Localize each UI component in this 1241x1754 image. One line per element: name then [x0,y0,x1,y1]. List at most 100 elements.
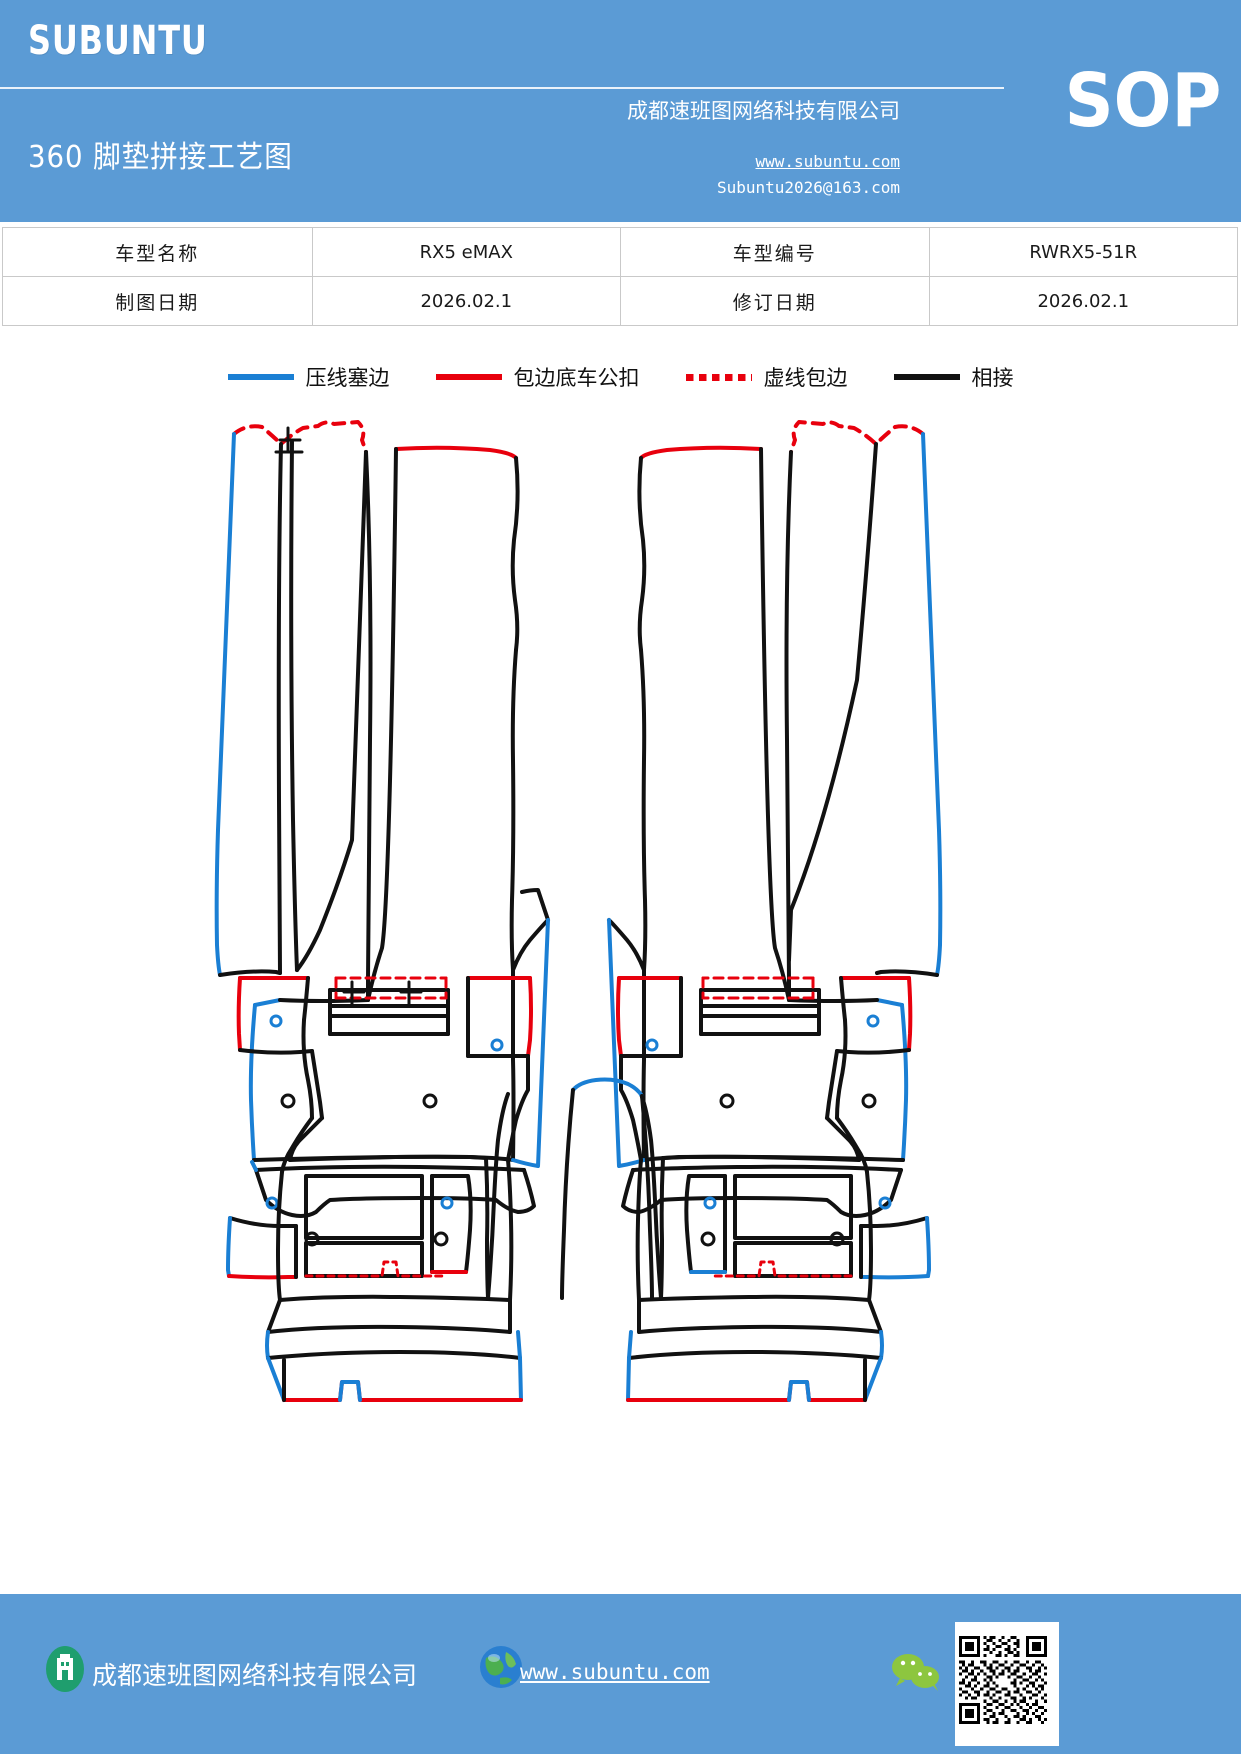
rear-center-upper-box [733,1174,853,1240]
black-seam-1 [218,969,282,977]
table-row: 车型名称 RX5 eMAX 车型编号 RWRX5-51R [2,227,1238,277]
rear-sill-strip [266,1298,512,1334]
cell-value-draw-date: 2026.02.1 [311,276,622,326]
fastener-hole [866,1014,880,1028]
rear-bottom-red-edge-notch [626,1380,867,1402]
rear-body-left-edge [276,1170,284,1302]
red-binding-edge-top-left [394,445,518,460]
rear-body-right-edge [865,1170,873,1302]
side-strip-notch [520,888,550,922]
qr-code-image [959,1636,1047,1724]
blue-side-strip-edge [511,918,550,1168]
rear-bottom-right-slope [626,1356,631,1402]
legend-label: 包边底车公扣 [513,366,640,390]
floor-mat-diagram [214,420,943,1402]
legend-label: 虚线包边 [763,366,848,390]
mat-right-lower [511,968,516,1162]
dashed-binding-edge-left [232,420,368,454]
footer-company-name: 成都速班图网络科技有限公司 [92,1661,418,1690]
rear-body-right-shoulder-inner [835,1116,869,1174]
legend-item: 压线塞边 [227,362,390,392]
globe-icon [480,1646,522,1688]
rear-bottom-left-slope [863,1356,883,1402]
header-email: Subuntu2026@163.com [716,178,900,197]
tunnel-left-edge [560,1088,575,1300]
rear-center-lower-box [304,1241,424,1278]
rear-sill-strip [637,1298,883,1334]
rear-center-small-red-right [526,976,533,1058]
black-seam-5 [364,450,373,1002]
annotation-mark-stop [274,426,304,454]
sill-strip-body [254,1168,536,1218]
rear-body-inner-top [288,1154,488,1162]
red-binding-edge-top-right [639,445,763,460]
blue-press-corner [875,998,904,1007]
front-left-mat-panel [214,420,550,1280]
dashed-binding-edge-right [789,420,925,454]
mat-left-upper-edge [366,447,398,1002]
building-icon [46,1646,84,1692]
annotation-mark-stop [338,980,368,1008]
fastener-hole [265,1196,279,1210]
fastener-hole [422,1093,438,1109]
rear-mat-right-half [616,976,913,1402]
brand-logo: SUBUNTU [28,18,208,64]
rear-right-panel-right [839,976,847,1022]
rear-body-right-upper [506,1054,530,1162]
rear-center-upper-box [304,1174,424,1240]
rear-bottom-red-edge-notch [282,1380,523,1402]
annotation-mark-stop [395,980,425,1008]
rear-bottom-notch-blue [338,1380,362,1402]
sill-strip-top [254,1164,526,1172]
fastener-hole [719,1093,735,1109]
rear-body-right-shoulder [825,1116,861,1162]
blue-press-edge-body-right [900,1003,909,1162]
legend-item: 包边底车公扣 [435,362,640,392]
fastener-hole [269,1014,283,1028]
cell-label-draw-date: 制图日期 [2,276,313,326]
fastener-hole [878,1196,892,1210]
fastener-hole [433,1231,449,1247]
mat-inner-top-edge [787,998,879,1003]
blue-press-edge-right-vert [921,432,941,832]
page-footer: 成都速班图网络科技有限公司 www.subuntu.com [0,1594,1241,1754]
rear-box-left-blue-edge [226,1216,232,1278]
legend-line-red-icon [435,374,502,380]
rear-left-inner-seam-b [310,1049,324,1120]
table-row: 制图日期 2026.02.1 修订日期 2026.02.1 [2,276,1238,326]
fastener-hole [645,1038,659,1052]
black-curve-seam [787,442,878,962]
rear-body-bottom-right [637,1294,871,1302]
rear-bottom-notch-blue [787,1380,811,1402]
fastener-hole [490,1038,504,1052]
sill-strip-top [631,1164,903,1172]
blue-press-edge-left-top [214,828,222,977]
black-seam-1 [875,969,939,977]
fastener-hole [304,1231,320,1247]
black-seam-4 [295,450,368,972]
black-seam-2 [276,442,283,975]
rear-body-bottom-left [278,1294,512,1302]
header-website-link[interactable]: www.subuntu.com [755,152,901,171]
rear-right-panel-bottom [835,1048,911,1055]
rear-box-left-red-edge [227,1274,298,1280]
mat-left-upper-edge [759,447,791,1002]
rear-bottom-right-slope [518,1356,523,1402]
rear-body-left-shoulder-inner [280,1116,314,1174]
rear-center-red-dashed-notch [304,1260,446,1278]
rear-bottom-panel-top [266,1350,522,1360]
sill-blue-tick [250,1160,258,1172]
mat-inner-top-edge [278,998,370,1003]
legend-item: 相接 [893,362,1014,392]
page-title: 360 脚垫拼接工艺图 [28,140,293,175]
rear-box-right-outline [430,1174,473,1274]
blue-press-edge-right-top [935,828,943,977]
fastener-hole [440,1196,454,1210]
rear-right-panel-red-left [907,976,913,1052]
footer-website-link[interactable]: www.subuntu.com [520,1660,710,1684]
rear-center-small-red-right [616,976,623,1058]
black-seam-3 [289,440,299,972]
rear-bottom-blue-right [627,1330,633,1360]
legend-line-black-icon [893,374,960,380]
mat-right-edge-lower [509,648,518,972]
